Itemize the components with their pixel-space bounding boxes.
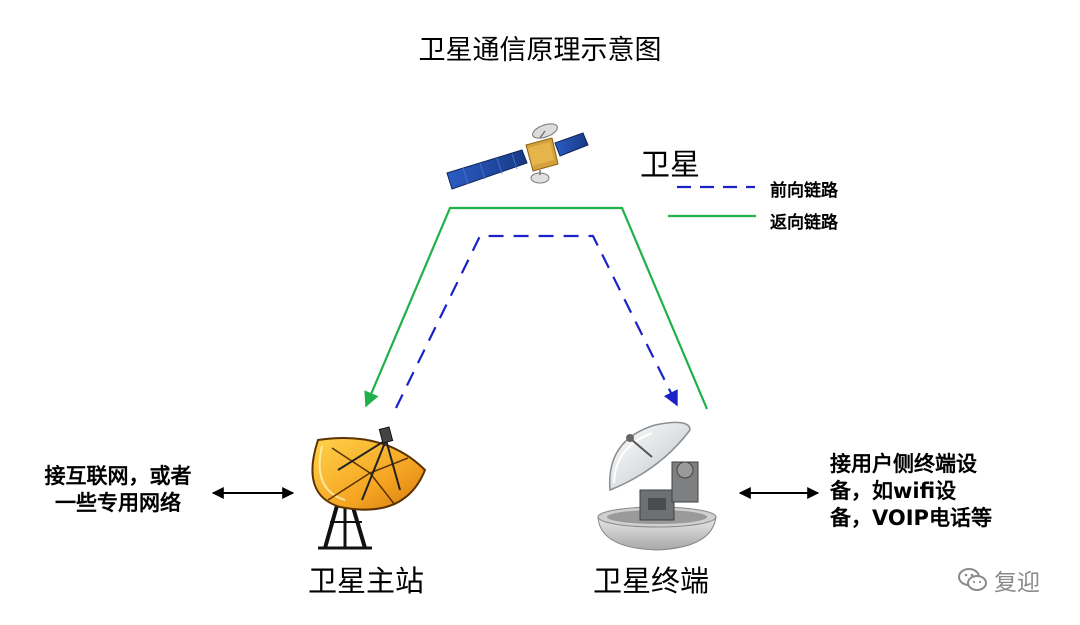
- return-link-path: [364, 206, 709, 410]
- terminal-side-line: 备，VOIP电话等: [830, 506, 992, 530]
- page-title: 卫星通信原理示意图: [418, 35, 662, 66]
- terminal-label: 卫星终端: [593, 564, 710, 598]
- terminal-side-line: 备，如wifi设: [830, 479, 957, 503]
- hub-side-line: 一些专用网络: [55, 491, 181, 515]
- satellite-label: 卫星: [640, 148, 700, 183]
- legend-forward-label: 前向链路: [770, 181, 838, 201]
- wechat-icon: [958, 568, 987, 591]
- terminal-dish-icon: [597, 421, 717, 551]
- hub-dish-icon: [311, 426, 427, 550]
- satellite-icon: [446, 123, 589, 190]
- terminal-side-text: 接用户侧终端设 备，如wifi设 备，VOIP电话等: [830, 451, 1010, 532]
- forward-link-path: [395, 234, 678, 409]
- hub-side-line: 接互联网，或者: [44, 464, 192, 488]
- terminal-side-line: 接用户侧终端设: [830, 452, 977, 476]
- hub-side-text: 接互联网，或者 一些专用网络: [28, 463, 208, 517]
- legend-return-label: 返向链路: [770, 213, 838, 233]
- hub-station-label: 卫星主站: [308, 564, 425, 598]
- watermark-text: 复迎: [994, 570, 1040, 596]
- watermark: 复迎: [958, 563, 1040, 597]
